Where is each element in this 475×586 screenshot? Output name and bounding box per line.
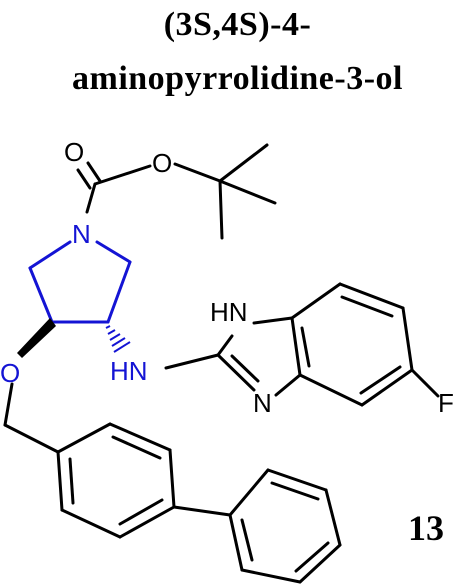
bond-co-2 bbox=[76, 168, 92, 190]
bond-c-f bbox=[410, 368, 440, 398]
carbonyl-oxygen: O bbox=[64, 137, 84, 167]
bond-ar1-d bbox=[118, 505, 176, 539]
bond-ar2-b bbox=[266, 468, 328, 492]
bond-bz-d3 bbox=[300, 326, 311, 368]
bond-n3-c3a bbox=[274, 373, 302, 397]
bond-c-o-ester bbox=[93, 164, 152, 186]
bond-c5-c4 bbox=[106, 260, 132, 324]
bond-co-1 bbox=[86, 161, 102, 183]
bond-ar1-f bbox=[56, 450, 64, 512]
bond-c-n bbox=[85, 182, 97, 214]
ester-oxygen: O bbox=[152, 148, 172, 178]
fluorine-atom: F bbox=[438, 388, 454, 418]
bond-n1-c7a bbox=[252, 316, 294, 325]
pyrrolidine-nitrogen: N bbox=[72, 219, 91, 249]
bond-n-c5 bbox=[95, 240, 132, 264]
bond-ar2-d1 bbox=[270, 481, 320, 501]
bond-tbu-1 bbox=[218, 143, 269, 183]
bond-tbu-2 bbox=[218, 179, 277, 205]
bond-c2-n3-a bbox=[216, 353, 256, 392]
bond-bz-e bbox=[298, 373, 364, 407]
bond-ar1-d2 bbox=[118, 498, 164, 526]
bond-c2-c3 bbox=[28, 266, 54, 324]
bond-bz-b bbox=[338, 282, 405, 310]
bond-bz-d2 bbox=[359, 365, 402, 395]
bond-bz-a bbox=[290, 282, 342, 320]
bond-bz-d1 bbox=[340, 295, 394, 318]
bond-bz-c bbox=[401, 306, 414, 372]
bond-c2-n1 bbox=[216, 334, 234, 357]
bond-c2-n3-b bbox=[230, 354, 260, 383]
bond-ar1-d1 bbox=[111, 435, 162, 460]
title-line-2: aminopyrrolidine-3-ol bbox=[72, 60, 403, 97]
bond-c7a-c3a bbox=[290, 316, 302, 377]
bond-ar1-c bbox=[168, 448, 176, 509]
bond-tbu-3 bbox=[218, 179, 224, 240]
bond-n-c2 bbox=[28, 240, 72, 270]
bond-ch2-ar bbox=[3, 423, 60, 454]
bond-ar1-a bbox=[56, 422, 112, 454]
imidazole-n: N bbox=[253, 388, 272, 418]
bond-ar2-d3 bbox=[240, 518, 254, 562]
wedge-bond bbox=[17, 318, 56, 358]
compound-number: 13 bbox=[408, 508, 444, 548]
bond-o-ch2 bbox=[3, 382, 14, 427]
title-line-1: (3S,4S)-4- bbox=[163, 6, 312, 43]
bond-ar2-e bbox=[240, 568, 302, 584]
ether-oxygen: O bbox=[0, 358, 20, 388]
hash-bond bbox=[105, 325, 131, 353]
bond-ar2-f bbox=[228, 513, 244, 572]
amine-nh: HN bbox=[110, 356, 148, 386]
bond-ar1-b bbox=[108, 422, 172, 452]
bond-biaryl bbox=[172, 505, 232, 517]
bond-o-c-tert bbox=[173, 162, 222, 183]
bond-ar2-d2 bbox=[294, 541, 330, 573]
bond-ar2-a bbox=[228, 468, 270, 517]
bond-ar1-d3 bbox=[68, 457, 75, 505]
imidazole-nh: HN bbox=[210, 297, 248, 327]
bond-ar1-e bbox=[60, 508, 122, 539]
bond-ar2-c bbox=[324, 488, 342, 547]
bond-bz-d bbox=[360, 368, 414, 407]
bond-nh-c2 bbox=[164, 353, 220, 370]
bond-ar2-d bbox=[298, 543, 342, 584]
